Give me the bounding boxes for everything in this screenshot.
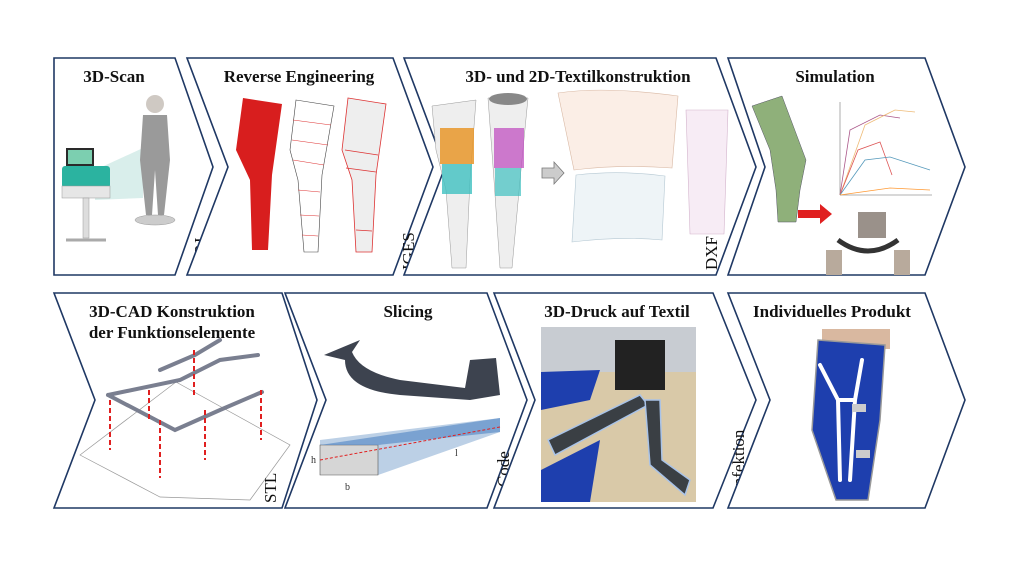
knee-brace-photo [811, 329, 890, 501]
step-reverse-engineering: Reverse Engineering IGES [185, 57, 434, 276]
scanner-cart-illustration [61, 148, 143, 242]
step-title-line-2: der Funktionselemente [89, 323, 256, 342]
step-title: Reverse Engineering [224, 67, 375, 86]
dimension-b: b [345, 482, 350, 493]
step-individual-product: Individuelles Produkt [726, 292, 966, 509]
stress-strain-plot [839, 102, 932, 196]
nurbs-leg-model [341, 97, 387, 253]
bending-test-photo [826, 212, 910, 275]
step-3d-cad: 3D-CAD Konstruktion der Funktionselement… [52, 292, 318, 509]
step-title: 3D-Druck auf Textil [544, 302, 690, 321]
step-title: 3D- und 2D-Textilkonstruktion [465, 67, 691, 86]
fem-knee-model [751, 95, 807, 223]
pattern-piece-top [557, 89, 679, 171]
body-scan-illustration [134, 95, 176, 226]
wireframe-leg-model [289, 99, 335, 253]
step-simulation: Simulation [726, 57, 966, 276]
pattern-piece-bottom [571, 172, 666, 243]
format-label: STL [261, 473, 280, 503]
step-title: Slicing [383, 302, 433, 321]
sliced-element-model [324, 340, 500, 400]
step-title: 3D-Scan [83, 67, 145, 86]
patterned-leg-models [431, 93, 529, 269]
red-leg-model [236, 98, 282, 250]
step-textile-construction: 3D- und 2D-Textilkonstruktion DXF [402, 57, 757, 276]
step-3d-scan: 3D-Scan OBJ [53, 57, 214, 276]
textile-outline [79, 381, 291, 501]
red-arrow-icon [798, 204, 832, 224]
placement-arrows [109, 350, 262, 478]
step-slicing: Slicing h b l G-Code [283, 292, 528, 509]
pattern-piece-side [685, 109, 729, 235]
slicing-beam-model: h b l [311, 418, 501, 493]
step-title: Individuelles Produkt [753, 302, 911, 321]
step-title: Simulation [795, 67, 875, 86]
dimension-l: l [455, 448, 458, 459]
format-label: DXF [702, 236, 721, 270]
printing-photo [541, 327, 696, 502]
step-3d-printing: 3D-Druck auf Textil Konfektion [492, 292, 757, 509]
dimension-h: h [311, 455, 316, 466]
arrow-right-icon [541, 160, 565, 186]
step-title-line-1: 3D-CAD Konstruktion [89, 302, 255, 321]
